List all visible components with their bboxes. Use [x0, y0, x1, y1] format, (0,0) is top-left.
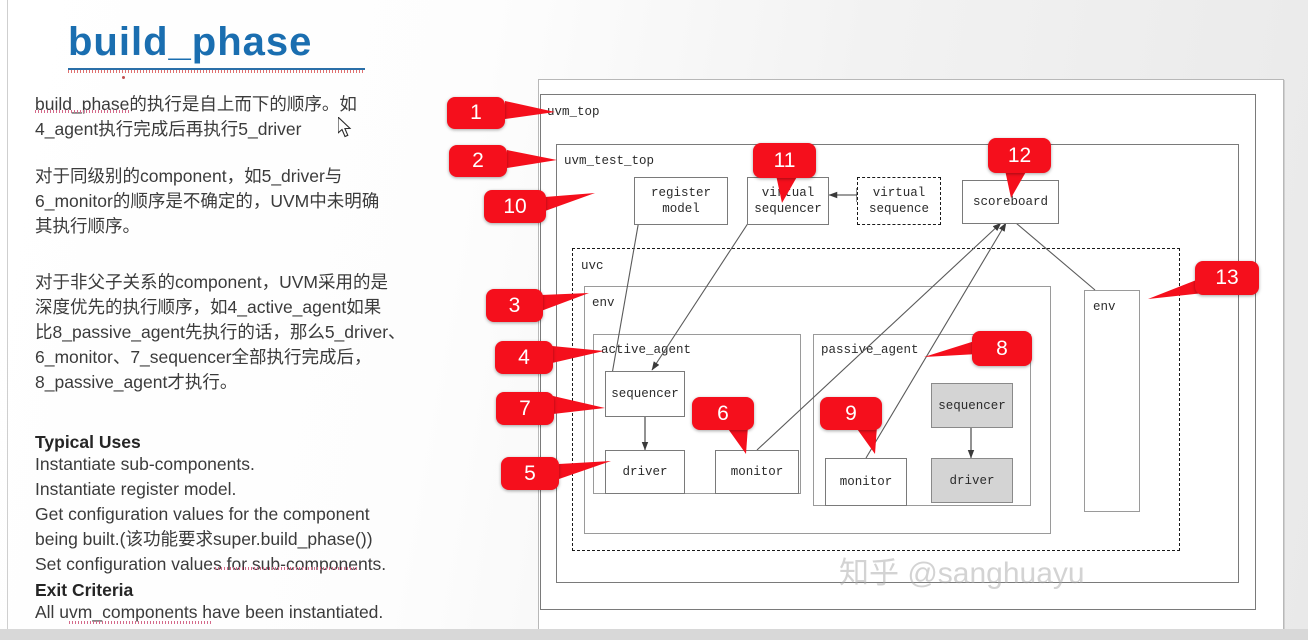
uses-line-1: Instantiate sub-components. — [35, 454, 255, 474]
label-active-agent: active_agent — [601, 343, 692, 357]
container-uvm-test-top — [556, 144, 1239, 583]
badge-10[interactable]: 10 — [484, 190, 546, 223]
badge-3-tail — [541, 293, 589, 311]
title-underline — [68, 68, 365, 70]
badge-7-tail — [553, 396, 605, 414]
label-uvm-top: uvm_top — [547, 105, 600, 119]
page-title: build_phase — [68, 20, 313, 64]
squiggle-uvm-components — [69, 621, 213, 624]
heading-exit-criteria: Exit Criteria — [35, 580, 134, 600]
badge-8-tail — [924, 340, 978, 357]
paragraph-2-line-3: 其执行顺序。 — [35, 216, 140, 236]
node-virtual-sequence[interactable]: virtual sequence — [857, 177, 941, 225]
paragraph-3-line-5: 8_passive_agent才执行。 — [35, 372, 238, 392]
mouse-cursor — [338, 117, 352, 138]
paragraph-2-line-1: 对于同级别的component，如5_driver与 — [35, 166, 343, 186]
badge-13[interactable]: 13 — [1195, 261, 1259, 295]
paragraph-3-line-4: 6_monitor、7_sequencer全部执行完成后， — [35, 347, 372, 367]
paragraph-1-line-2: 4_agent执行完成后再执行5_driver — [35, 119, 302, 139]
passive-monitor-label: monitor — [839, 475, 893, 489]
exit-line-1: All uvm_components have been instantiate… — [35, 602, 384, 622]
typical-uses-list: Instantiate sub-components. Instantiate … — [35, 452, 386, 577]
badge-11[interactable]: 11 — [753, 143, 816, 178]
active-sequencer-label: sequencer — [611, 387, 679, 401]
badge-3-label: 3 — [508, 293, 521, 317]
active-monitor-label: monitor — [730, 465, 784, 479]
badge-1-tail — [505, 101, 555, 119]
virtual-sequence-line-2: sequence — [868, 202, 929, 216]
virtual-sequence-line-1: virtual — [872, 186, 926, 200]
paragraph-2-line-2: 6_monitor的顺序是不确定的，UVM中未明确 — [35, 191, 380, 211]
badge-9[interactable]: 9 — [820, 397, 882, 430]
node-register-model[interactable]: register model — [634, 177, 728, 225]
badge-9-tail — [855, 426, 877, 454]
uses-line-4: being built.(该功能要求super.build_phase()) — [35, 529, 373, 549]
squiggle-build-phase — [35, 110, 131, 113]
badge-5[interactable]: 5 — [501, 457, 559, 490]
uses-line-2: Instantiate register model. — [35, 479, 237, 499]
badge-1[interactable]: 1 — [447, 97, 505, 129]
uvm-architecture-diagram: uvm_top uvm_test_top uvc env active_agen… — [538, 79, 1284, 629]
virtual-sequencer-line-1: virtual — [761, 186, 815, 200]
paragraph-3-line-2: 深度优先的执行顺序，如4_active_agent如果 — [35, 297, 382, 317]
paragraph-3: 对于非父子关系的component，UVM采用的是 深度优先的执行顺序，如4_a… — [35, 270, 406, 395]
uses-line-5: Set configuration values for sub-compone… — [35, 554, 387, 574]
heading-typical-uses: Typical Uses — [35, 432, 141, 452]
badge-2[interactable]: 2 — [449, 145, 507, 177]
badge-2-tail — [507, 150, 557, 168]
title-marker-dot — [122, 76, 125, 79]
badge-10-tail — [545, 193, 595, 211]
badge-6[interactable]: 6 — [692, 397, 754, 430]
badge-12-tail — [1005, 170, 1027, 198]
virtual-sequencer-line-2: sequencer — [754, 202, 822, 216]
paragraph-1: build_phase的执行是自上而下的顺序。如 4_agent执行完成后再执行… — [35, 92, 357, 142]
label-passive-agent: passive_agent — [821, 343, 919, 357]
badge-8[interactable]: 8 — [972, 331, 1032, 366]
register-model-line-1: register — [650, 186, 711, 200]
badge-6-tail — [726, 426, 748, 454]
paragraph-3-line-3: 比8_passive_agent先执行的话，那么5_driver、 — [35, 322, 406, 342]
badge-4[interactable]: 4 — [495, 341, 553, 374]
badge-7[interactable]: 7 — [496, 392, 554, 425]
badge-3[interactable]: 3 — [486, 289, 543, 322]
badge-13-tail — [1148, 277, 1204, 299]
badge-5-tail — [559, 461, 611, 479]
label-env-right: env — [1093, 300, 1116, 314]
paragraph-2: 对于同级别的component，如5_driver与 6_monitor的顺序是… — [35, 164, 379, 239]
badge-4-tail — [552, 346, 604, 363]
label-uvc: uvc — [581, 259, 604, 273]
label-uvm-test-top: uvm_test_top — [564, 154, 655, 168]
paragraph-3-line-1: 对于非父子关系的component，UVM采用的是 — [35, 272, 388, 292]
squiggle-super-build-phase — [215, 567, 357, 570]
container-env-right — [1084, 290, 1140, 512]
watermark: 知乎 @sanghuayu — [839, 557, 1085, 590]
node-active-driver[interactable]: driver — [605, 450, 685, 494]
node-passive-driver[interactable]: driver — [931, 458, 1013, 503]
active-driver-label: driver — [622, 465, 668, 479]
label-env-left: env — [592, 296, 615, 310]
title-spellcheck-squiggle — [68, 70, 365, 73]
passive-driver-label: driver — [949, 473, 995, 488]
paragraph-1-line-1: build_phase的执行是自上而下的顺序。如 — [35, 94, 357, 114]
node-active-monitor[interactable]: monitor — [715, 450, 799, 494]
register-model-line-2: model — [662, 202, 700, 216]
badge-11-tail — [776, 175, 798, 203]
exit-criteria-list: All uvm_components have been instantiate… — [35, 600, 383, 625]
badge-12[interactable]: 12 — [988, 138, 1051, 173]
node-active-sequencer[interactable]: sequencer — [605, 371, 685, 417]
node-passive-monitor[interactable]: monitor — [825, 458, 907, 506]
passive-sequencer-label: sequencer — [938, 398, 1006, 413]
node-passive-sequencer[interactable]: sequencer — [931, 383, 1013, 428]
uses-line-3: Get configuration values for the compone… — [35, 504, 370, 524]
scoreboard-label: scoreboard — [972, 195, 1048, 209]
